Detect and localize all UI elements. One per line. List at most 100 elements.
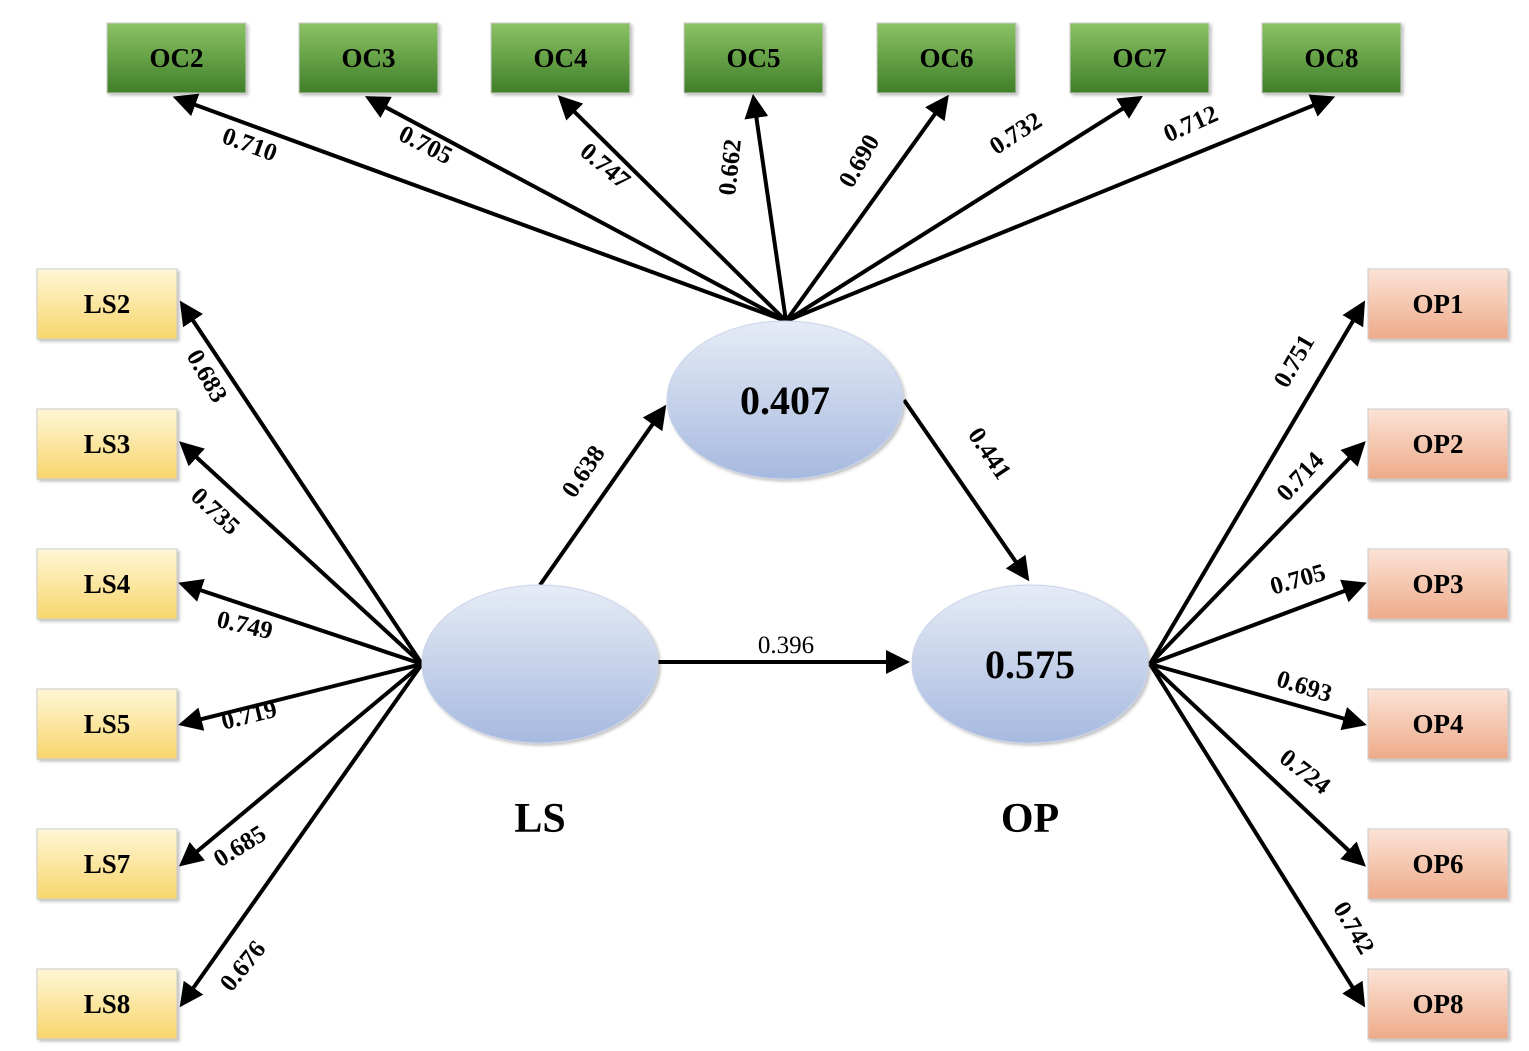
ls-loading-ls5: 0.719 (219, 696, 280, 736)
op-loading-op2: 0.714 (1271, 447, 1329, 507)
ls-loading-arrow-ls5 (178, 662, 423, 731)
ls-indicator-ls7-label: LS7 (84, 849, 131, 879)
path-ls-oc-arrow (538, 404, 667, 587)
ls-indicator-ls4-label: LS4 (84, 569, 131, 599)
op-indicator-op4: OP4 (1367, 688, 1509, 760)
oc-indicator-oc8: OC8 (1261, 22, 1402, 94)
ls-indicator-ls2-rect (36, 268, 178, 340)
oc-loading-oc4: 0.747 (575, 138, 635, 195)
op-loading-op8: 0.742 (1327, 897, 1379, 959)
oc-indicator-oc2: OC2 (106, 22, 247, 94)
oc-indicator-oc6: OC6 (876, 22, 1017, 94)
oc-indicator-oc3-rect (298, 22, 439, 94)
op-loading-arrow-op6 (1148, 662, 1366, 867)
latent-op: 0.575 OP (911, 584, 1149, 842)
latent-op-r2: 0.575 (985, 642, 1075, 687)
latent-ls-label: LS (514, 796, 565, 842)
oc-indicator-oc4-rect (490, 22, 631, 94)
op-indicator-op2-rect (1367, 408, 1509, 480)
op-loading-arrow-op4 (1149, 662, 1367, 731)
op-indicator-op8: OP8 (1367, 968, 1509, 1040)
oc-loading-oc5: 0.662 (714, 138, 747, 197)
oc-loading-arrow-oc7 (784, 95, 1143, 323)
oc-indicator-oc8-rect (1261, 22, 1402, 94)
ls-indicator-ls5-label: LS5 (84, 709, 131, 739)
op-loading-arrow-op8 (1148, 662, 1366, 1008)
oc-indicator-oc3-label: OC3 (342, 43, 396, 73)
oc-indicator-oc2-label: OC2 (150, 43, 204, 73)
op-indicator-op6-label: OP6 (1413, 849, 1464, 879)
op-loading-op3: 0.705 (1267, 559, 1329, 600)
ls-indicator-ls3-label: LS3 (84, 429, 131, 459)
ls-indicator-ls2: LS2 (36, 268, 178, 340)
latent-oc-ellipse (666, 320, 904, 480)
ls-loading-arrow-ls3 (179, 441, 424, 666)
ls-indicator-ls2-label: LS2 (84, 289, 131, 319)
ls-indicator-ls4-rect (36, 548, 178, 620)
latent-op-ellipse (911, 584, 1149, 744)
op-indicator-op8-label: OP8 (1413, 989, 1464, 1019)
oc-indicator-oc4-label: OC4 (534, 43, 588, 73)
latent-oc-r2: 0.407 (740, 378, 830, 423)
oc-loading-arrow-oc5 (744, 94, 788, 322)
op-indicator-op1-label: OP1 (1413, 289, 1464, 319)
ls-indicator-ls3-rect (36, 408, 178, 480)
op-indicator-op6-rect (1367, 828, 1509, 900)
ls-loading-ls7: 0.685 (209, 820, 271, 873)
oc-indicator-oc5: OC5 (683, 22, 824, 94)
op-indicator-op6: OP6 (1367, 828, 1509, 900)
oc-indicator-oc3: OC3 (298, 22, 439, 94)
oc-loading-oc6: 0.690 (834, 130, 886, 192)
oc-indicator-oc7-rect (1069, 22, 1210, 94)
latent-ls-ellipse (421, 584, 659, 744)
ls-indicator-ls7: LS7 (36, 828, 178, 900)
oc-indicator-oc7-label: OC7 (1113, 43, 1167, 73)
loading-arrows (172, 93, 1367, 1008)
latent-ls: LS (421, 584, 659, 842)
oc-indicator-oc7: OC7 (1069, 22, 1210, 94)
op-loading-op1: 0.751 (1269, 330, 1321, 392)
ls-indicator-ls8: LS8 (36, 968, 178, 1040)
path-oc-op-coef: 0.441 (962, 423, 1016, 485)
op-indicator-op1-rect (1367, 268, 1509, 340)
ls-indicator-ls5: LS5 (36, 688, 178, 760)
oc-indicator-oc8-label: OC8 (1305, 43, 1359, 73)
oc-indicator-oc2-rect (106, 22, 247, 94)
op-loading-arrow-op3 (1149, 579, 1367, 666)
ls-loading-arrow-ls7 (178, 662, 424, 867)
oc-loading-arrow-oc8 (785, 94, 1336, 323)
op-indicator-op2: OP2 (1367, 408, 1509, 480)
oc-loading-arrow-oc4 (557, 95, 788, 323)
oc-indicator-oc5-rect (683, 22, 824, 94)
op-indicator-op4-rect (1367, 688, 1509, 760)
op-loading-arrow-op1 (1148, 300, 1366, 666)
ls-loading-arrow-ls8 (179, 662, 424, 1008)
ls-indicator-ls7-rect (36, 828, 178, 900)
ls-loading-arrow-ls2 (179, 300, 424, 666)
op-loading-arrow-op2 (1148, 441, 1366, 666)
latent-op-label: OP (1001, 796, 1059, 842)
oc-loading-arrow-oc6 (784, 94, 949, 323)
op-indicator-op3-label: OP3 (1413, 569, 1464, 599)
op-indicator-op3: OP3 (1367, 548, 1509, 620)
path-ls-op-coef: 0.396 (758, 632, 814, 659)
oc-loading-oc2: 0.710 (219, 123, 281, 168)
ls-indicator-ls8-rect (36, 968, 178, 1040)
oc-loading-oc7: 0.732 (985, 107, 1047, 160)
ls-loading-arrow-ls4 (178, 578, 423, 666)
ls-indicator-ls8-label: LS8 (84, 989, 131, 1019)
ls-indicator-ls5-rect (36, 688, 178, 760)
oc-indicator-oc6-label: OC6 (920, 43, 974, 73)
oc-loading-arrow-oc2 (172, 93, 787, 323)
path-oc-op-arrow (902, 398, 1030, 582)
op-indicator-op2-label: OP2 (1413, 429, 1464, 459)
oc-indicator-oc6-rect (876, 22, 1017, 94)
op-indicator-op4-label: OP4 (1413, 709, 1464, 739)
oc-indicator-oc4: OC4 (490, 22, 631, 94)
ls-loading-ls2: 0.683 (181, 345, 233, 407)
op-indicator-op3-rect (1367, 548, 1509, 620)
oc-loading-arrow-oc3 (364, 96, 787, 323)
op-indicator-op8-rect (1367, 968, 1509, 1040)
ls-indicator-ls4: LS4 (36, 548, 178, 620)
